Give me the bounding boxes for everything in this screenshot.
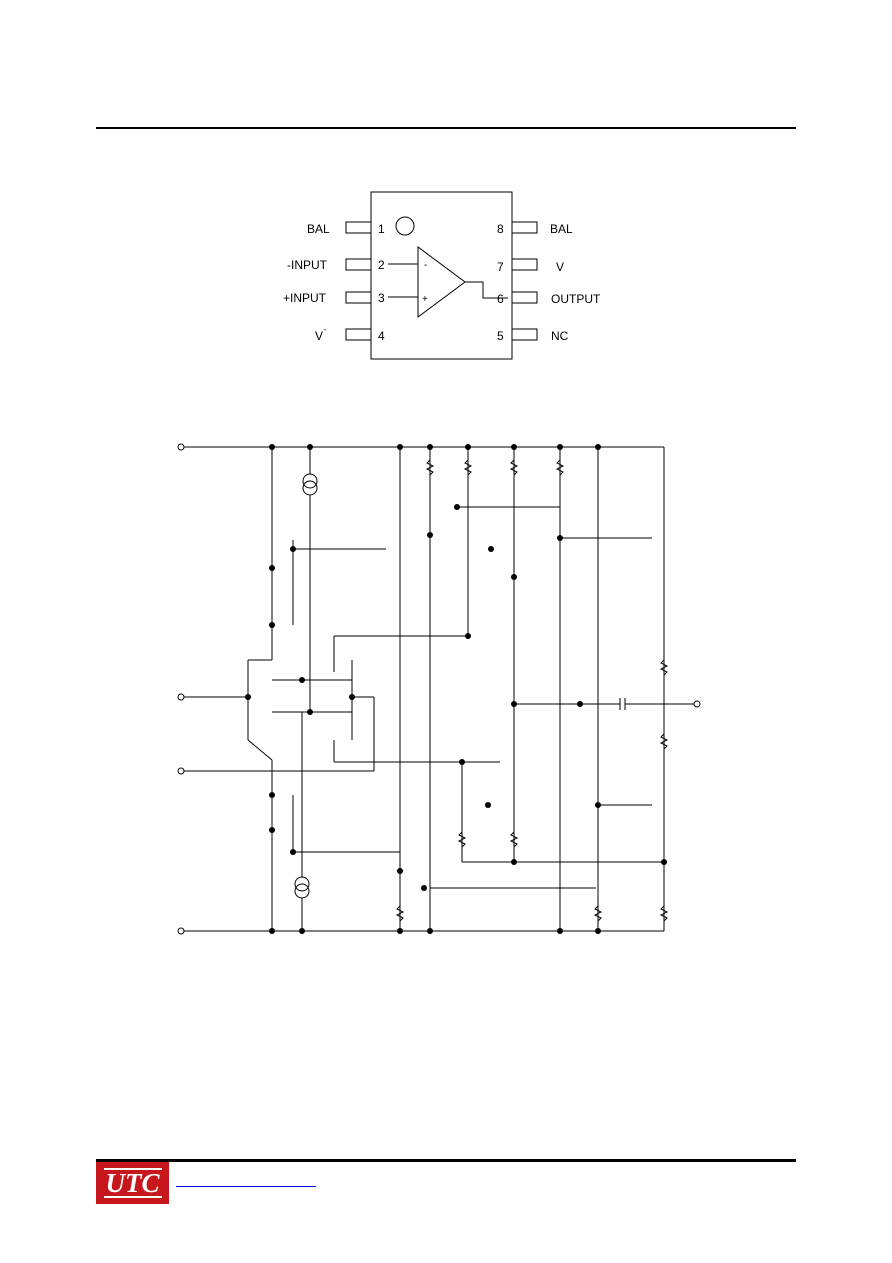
pin1-indicator — [395, 216, 415, 236]
schematic-diagram — [177, 443, 701, 935]
pin-number-2: 2 — [378, 258, 385, 272]
pin-label-bal-right: BAL — [550, 222, 573, 236]
terminal-v-plus — [177, 443, 185, 451]
pin-label-v-plus: V — [556, 260, 564, 274]
ic-package-body — [370, 191, 513, 360]
pin-stub-4 — [345, 328, 372, 341]
terminal-output — [693, 700, 701, 708]
utc-logo: UTC — [96, 1162, 169, 1204]
footer-link[interactable] — [176, 1186, 316, 1187]
terminal-inverting — [177, 693, 185, 701]
utc-logo-text: UTC — [103, 1168, 162, 1198]
pin-number-8: 8 — [497, 222, 504, 236]
pin-label-noninverting-input: +INPUT — [283, 291, 327, 305]
pin-stub-8 — [511, 221, 538, 234]
pin-label-inverting-input: -INPUT — [287, 258, 328, 272]
pin-label-output: OUTPUT — [551, 292, 601, 306]
v-minus-superscript: - — [324, 325, 327, 334]
pin-number-3: 3 — [378, 291, 385, 305]
pinout-diagram: BAL 1 -INPUT 2 +INPUT 3 V - 4 8 BAL 7 V … — [283, 191, 601, 360]
pin-stub-2 — [345, 258, 372, 271]
pin-label-bal-left: BAL — [307, 222, 330, 236]
pin-number-1: 1 — [378, 222, 385, 236]
opamp-plus-sign: + — [422, 294, 428, 305]
pin-label-nc: NC — [551, 329, 569, 343]
pin-number-6: 6 — [497, 292, 504, 306]
terminal-noninverting — [177, 767, 185, 775]
footer-rule — [96, 1159, 796, 1162]
pin-stub-1 — [345, 221, 372, 234]
pin-stub-7 — [511, 258, 538, 271]
pin-stub-5 — [511, 328, 538, 341]
pin-number-7: 7 — [497, 260, 504, 274]
opamp-symbol — [417, 246, 466, 318]
pin-stub-6 — [511, 291, 538, 304]
pin-number-5: 5 — [497, 329, 504, 343]
resistor — [425, 459, 435, 476]
pin-label-v-minus: V — [315, 329, 323, 343]
terminal-v-minus — [177, 927, 185, 935]
pin-number-4: 4 — [378, 329, 385, 343]
pin-stub-3 — [345, 291, 372, 304]
header-rule — [96, 127, 796, 129]
opamp-minus-sign: - — [424, 260, 427, 271]
